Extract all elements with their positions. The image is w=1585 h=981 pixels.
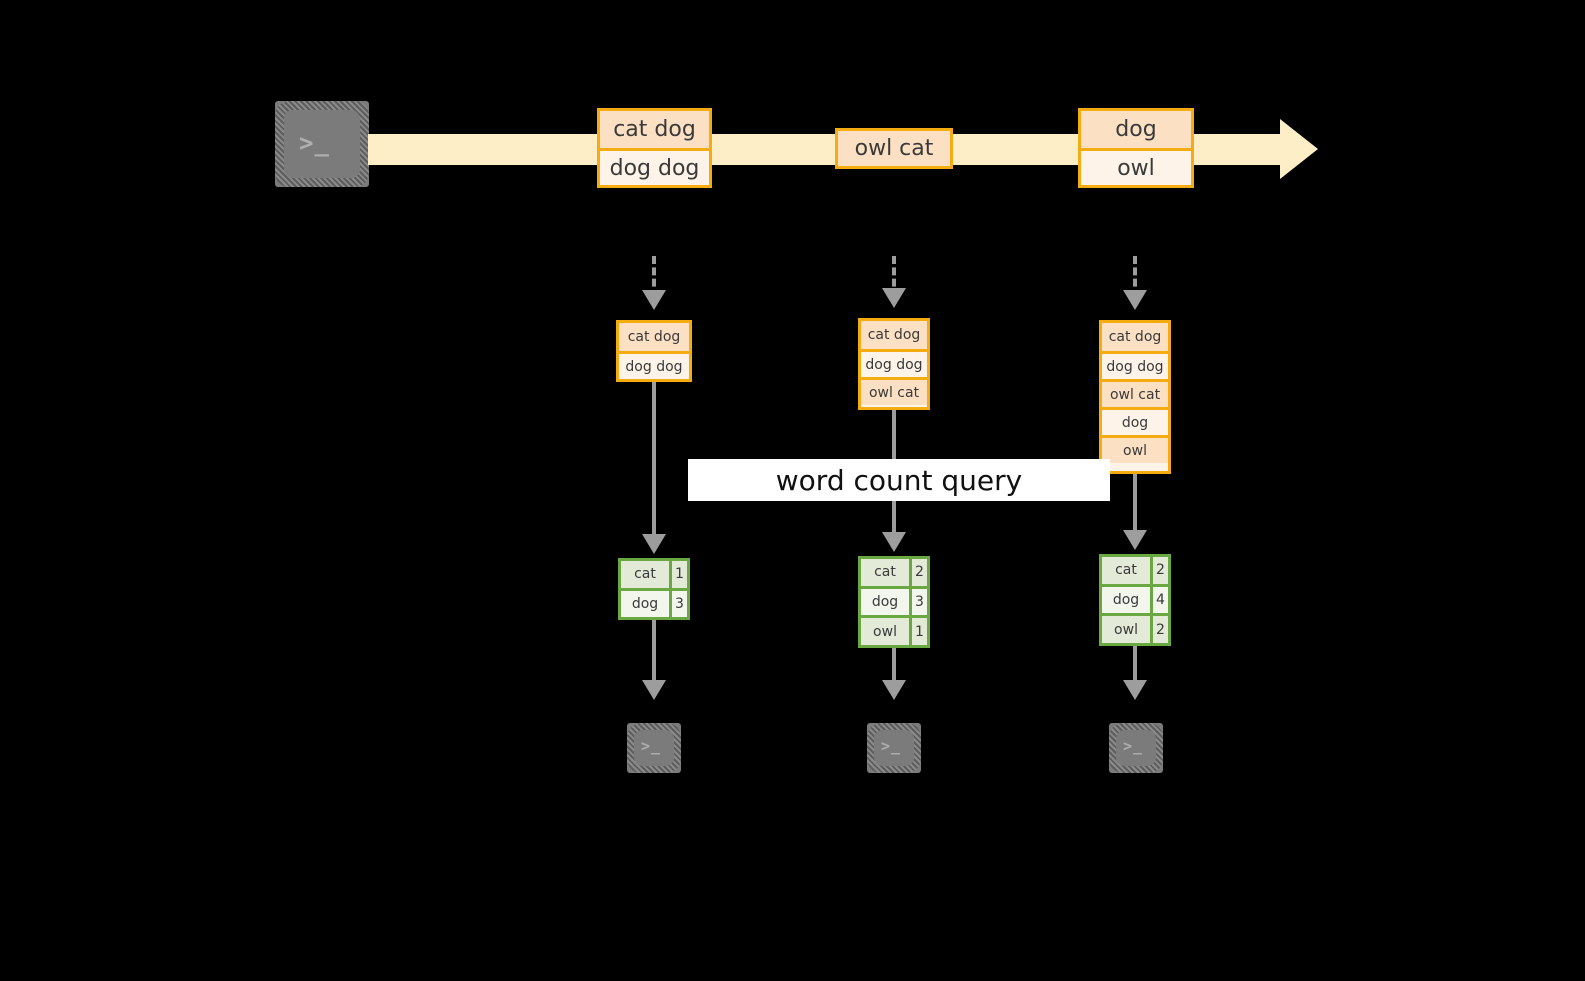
stream-to-state-connector: [652, 256, 656, 298]
stream-to-state-arrowhead: [1123, 290, 1147, 310]
state-record: cat dog: [619, 323, 689, 351]
state-record: cat dog: [1102, 323, 1168, 351]
table-row: owl 2: [1102, 613, 1168, 644]
snapshot-1-sink-terminal-icon: >_: [618, 714, 690, 782]
result-value: 2: [1150, 557, 1168, 584]
table-row: cat 2: [861, 559, 927, 586]
result-key: cat: [634, 566, 656, 583]
table-row: owl 1: [861, 615, 927, 646]
state-record: dog dog: [619, 351, 689, 379]
state-record: dog dog: [1102, 351, 1168, 379]
stream-to-state-arrowhead: [882, 288, 906, 308]
result-value: 4: [1150, 586, 1168, 614]
result-key: owl: [873, 623, 897, 640]
snapshot-2-sink-arrowhead: [882, 680, 906, 700]
snapshot-2-sink-connector: [892, 648, 896, 688]
snapshot-1-result-table: cat 1 dog 3: [618, 558, 690, 620]
state-record: owl cat: [1102, 379, 1168, 407]
result-value: 2: [909, 559, 927, 586]
table-row: dog 3: [621, 587, 687, 617]
result-key: owl: [1114, 621, 1138, 638]
snapshot-2-query-arrowhead: [882, 532, 906, 552]
snapshot-2-sink-terminal-icon: >_: [858, 714, 930, 782]
stream-record: cat dog: [600, 111, 709, 148]
result-key: cat: [874, 564, 896, 581]
snapshot-3-sink-arrowhead: [1123, 680, 1147, 700]
terminal-body: [1116, 730, 1156, 766]
result-key: dog: [631, 595, 659, 612]
snapshot-2-state-box: cat dog dog dog owl cat: [858, 318, 930, 410]
snapshot-3-query-arrowhead: [1123, 530, 1147, 550]
state-record: cat dog: [861, 321, 927, 349]
snapshot-1-sink-connector: [652, 620, 656, 688]
table-row: cat 1: [621, 561, 687, 588]
snapshot-3-state-box: cat dog dog dog owl cat dog owl: [1099, 320, 1171, 474]
snapshot-1-state-box: cat dog dog dog: [616, 320, 692, 382]
stream-record: owl: [1081, 148, 1191, 185]
stream-record: dog dog: [600, 148, 709, 185]
result-value: 3: [909, 588, 927, 616]
stream-group-1: cat dog dog dog: [597, 108, 712, 188]
terminal-prompt-glyph: >_: [299, 129, 330, 157]
result-value: 2: [1150, 616, 1168, 644]
table-row: dog 4: [1102, 583, 1168, 614]
result-value: 1: [909, 618, 927, 646]
terminal-prompt-glyph: >_: [1123, 737, 1144, 755]
result-key: dog: [871, 594, 899, 610]
terminal-prompt-glyph: >_: [881, 737, 902, 755]
terminal-body: [634, 730, 674, 766]
snapshot-3-sink-terminal-icon: >_: [1100, 714, 1172, 782]
source-terminal-icon: >_: [266, 92, 378, 196]
result-value: 1: [669, 561, 687, 588]
result-value: 3: [669, 590, 687, 617]
snapshot-3-result-table: cat 2 dog 4 owl 2: [1099, 554, 1171, 646]
table-row: cat 2: [1102, 557, 1168, 584]
stream-group-3: dog owl: [1078, 108, 1194, 188]
snapshot-2-result-table: cat 2 dog 3 owl 1: [858, 556, 930, 648]
terminal-body: [284, 110, 360, 178]
snapshot-3-query-connector: [1133, 474, 1137, 540]
stream-to-state-arrowhead: [642, 290, 666, 310]
state-record: dog dog: [861, 349, 927, 377]
snapshot-3-sink-connector: [1133, 646, 1137, 688]
stream-group-2: owl cat: [835, 128, 953, 169]
terminal-prompt-glyph: >_: [641, 737, 662, 755]
stream-record: owl cat: [838, 131, 950, 166]
word-count-query-label: word count query: [688, 459, 1110, 501]
state-record: owl: [1102, 435, 1168, 463]
result-key: cat: [1115, 562, 1137, 579]
snapshot-1-query-connector: [652, 382, 656, 542]
state-record: owl cat: [861, 377, 927, 405]
result-key: dog: [1112, 592, 1140, 608]
stream-to-state-connector: [892, 256, 896, 298]
snapshot-1-sink-arrowhead: [642, 680, 666, 700]
table-row: dog 3: [861, 585, 927, 616]
stream-to-state-connector: [1133, 256, 1137, 298]
state-record: dog: [1102, 407, 1168, 435]
stream-record: dog: [1081, 111, 1191, 148]
terminal-body: [874, 730, 914, 766]
snapshot-1-query-arrowhead: [642, 534, 666, 554]
event-stream-arrowhead: [1280, 119, 1318, 179]
